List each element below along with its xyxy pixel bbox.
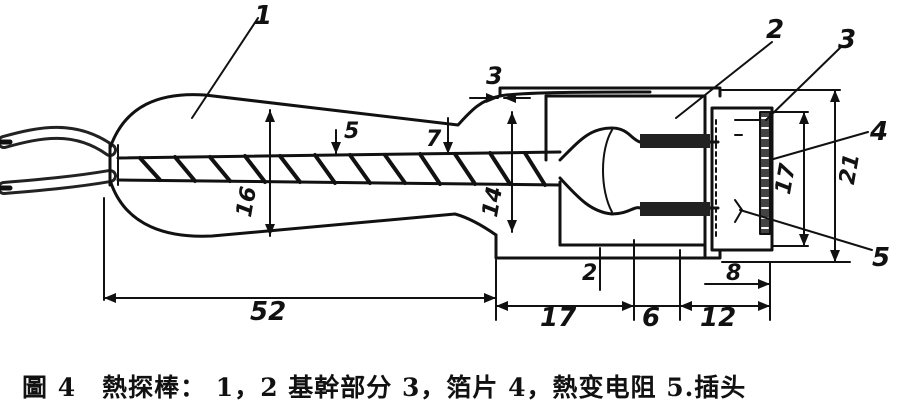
dim-2: 2 <box>582 261 597 286</box>
dim-3: 3 <box>486 62 503 90</box>
label-part-2: 2 <box>766 15 784 45</box>
handle-body-part-1 <box>108 93 502 238</box>
lead-wires <box>558 126 720 216</box>
leader-lines <box>191 17 873 251</box>
dim-7: 7 <box>426 127 442 152</box>
label-part-5: 5 <box>872 243 890 273</box>
dim-17-horizontal: 17 <box>540 303 577 333</box>
dim-21: 21 <box>835 152 865 187</box>
stem-part-2 <box>494 86 722 260</box>
dim-52: 52 <box>250 297 286 327</box>
cable <box>0 125 117 195</box>
dim-14: 14 <box>478 185 508 220</box>
label-part-4: 4 <box>869 117 888 147</box>
dim-5: 5 <box>344 119 359 144</box>
dim-12: 12 <box>700 303 736 333</box>
dim-16: 16 <box>232 185 262 220</box>
dim-8: 8 <box>726 261 741 286</box>
dim-6: 6 <box>642 303 660 333</box>
thermistor-part-4 <box>759 111 771 235</box>
dim-17-vertical: 17 <box>771 161 801 196</box>
twisted-wire-bundle <box>116 150 562 187</box>
arrowheads <box>104 90 840 311</box>
label-part-1: 1 <box>254 1 272 31</box>
label-part-3: 3 <box>838 25 856 55</box>
figure-caption: 圖 4 熱探棒： 1，2 基幹部分 3，箔片 4，熱变电阻 5.插头 <box>22 373 747 402</box>
